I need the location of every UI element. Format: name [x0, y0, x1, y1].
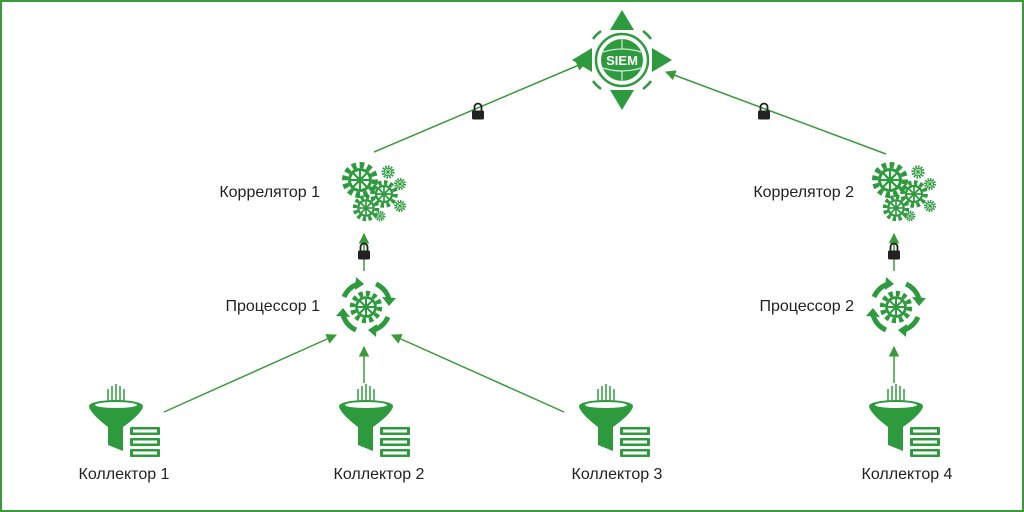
collector-1-funnel-database-icon: [88, 383, 161, 458]
correlator-1-label: Коррелятор 1: [219, 184, 320, 201]
correlator-2-label: Коррелятор 2: [753, 184, 854, 201]
processor-2-label: Процессор 2: [759, 298, 855, 315]
siem-label: SIEM: [606, 53, 638, 68]
correlator-1-gears-icon: [345, 165, 405, 221]
edge-collector3-processor1: [391, 334, 565, 413]
collector-3-funnel-database-icon: [578, 383, 651, 458]
processor-1-gear-cycle-icon: [336, 277, 396, 337]
correlator-2-gears-icon: [875, 165, 935, 221]
edge-collector1-processor1: [163, 334, 337, 413]
collector-1-label: Коллектор 1: [78, 466, 170, 483]
lock-icon: [471, 102, 485, 121]
lock-icon: [757, 102, 771, 121]
collector-4-funnel-database-icon: [868, 383, 941, 458]
edge-correlator2-siem: [665, 70, 887, 155]
processor-2-gear-cycle-icon: [866, 277, 926, 337]
siem-compass-icon: SIEM: [572, 10, 672, 110]
edge-correlator1-siem: [373, 60, 587, 153]
collector-4-label: Коллектор 4: [861, 466, 953, 483]
collector-2-label: Коллектор 2: [333, 466, 425, 483]
collector-2-funnel-database-icon: [338, 383, 411, 458]
processor-1-label: Процессор 1: [225, 298, 321, 315]
collector-3-label: Коллектор 3: [571, 466, 663, 483]
